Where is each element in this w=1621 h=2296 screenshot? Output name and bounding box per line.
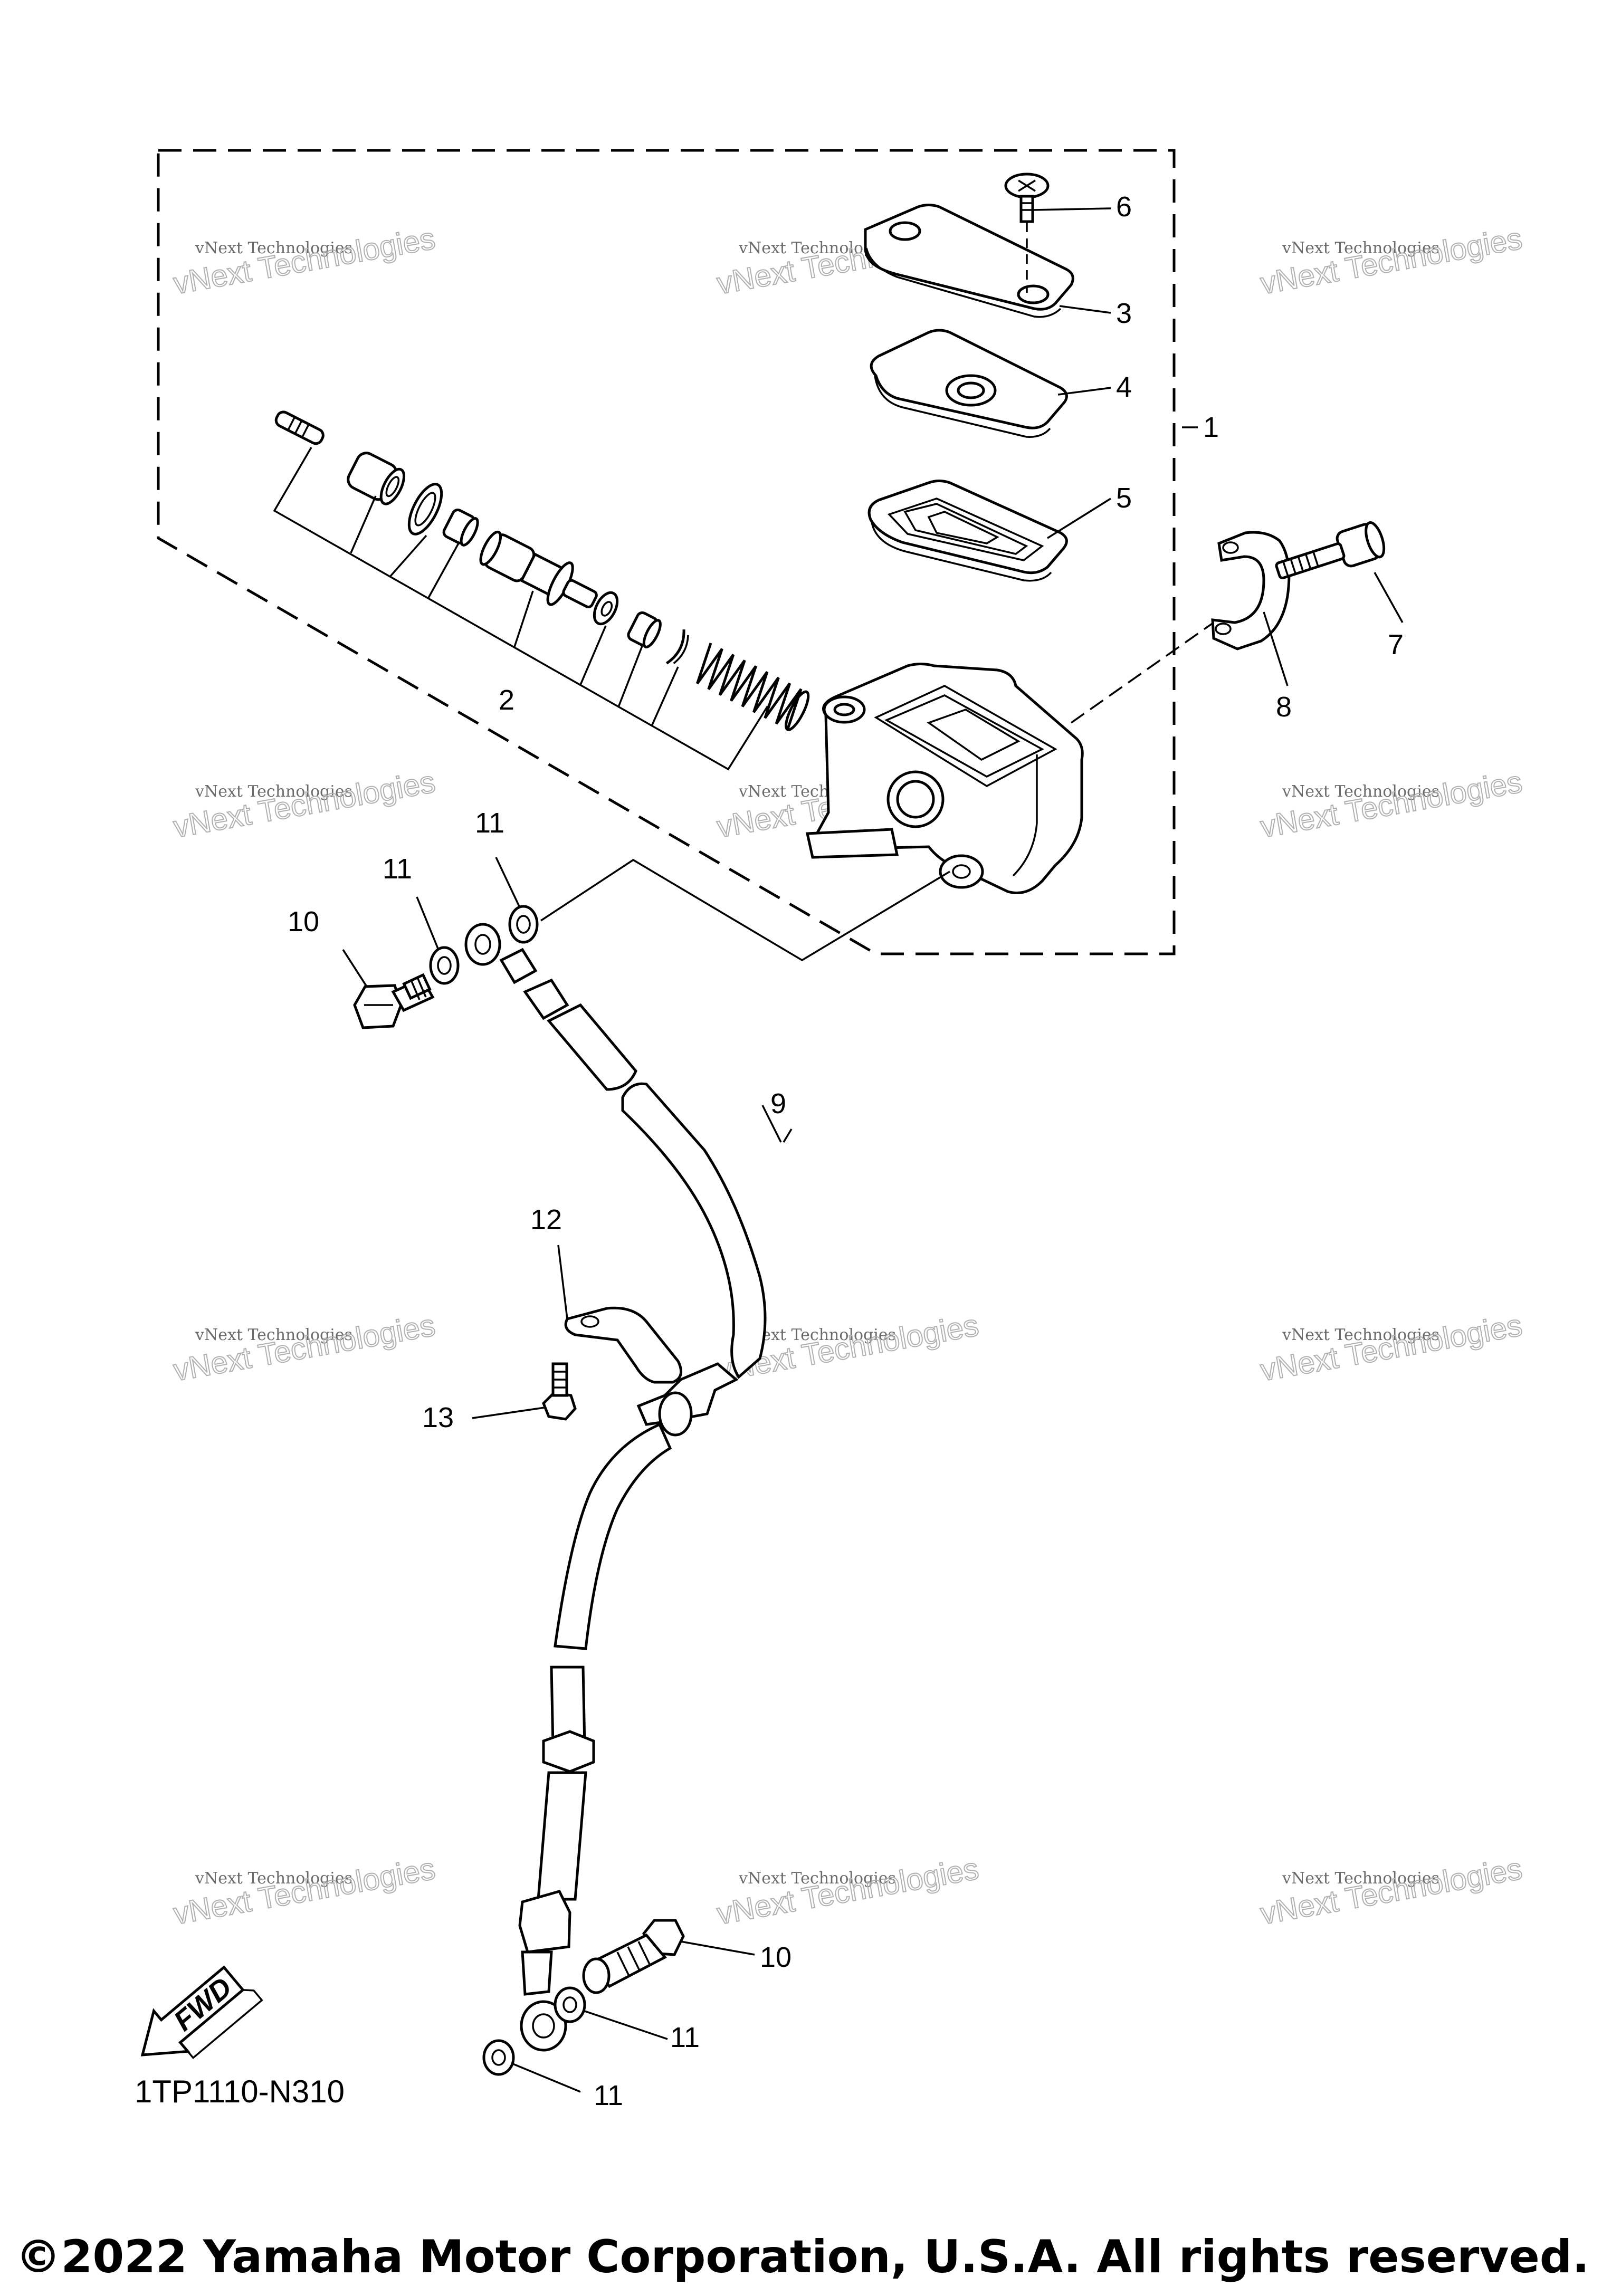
washer (442, 509, 479, 547)
watermark: vNext Technologies vNext Technologies (170, 221, 438, 301)
callout-10a: 10 (288, 906, 319, 937)
crush-washer-upper-1 (429, 946, 460, 985)
watermark: vNext Technologies vNext Technologies (1257, 221, 1525, 301)
svg-text:vNext Technologies: vNext Technologies (1258, 221, 1525, 301)
union-connector-line (540, 858, 950, 962)
holder-bolt (1275, 521, 1386, 580)
watermark: vNext Technologies vNext Technologies (1257, 1851, 1525, 1931)
reservoir-cap (864, 204, 1074, 318)
callout-11d: 11 (594, 2080, 623, 2111)
svg-text:vNext Technologies: vNext Technologies (1282, 239, 1439, 257)
hose-clamp (564, 1306, 683, 1384)
crush-washer-upper-2 (508, 905, 539, 944)
callout-9: 9 (770, 1088, 786, 1120)
watermark: vNext Technologies vNext Technologies (170, 1851, 438, 1931)
clamp-bolt (542, 1362, 577, 1421)
watermark: vNext Technologies vNext Technologies (170, 764, 438, 845)
master-cylinder-body (805, 663, 1084, 894)
banjo-bolt-upper (353, 973, 435, 1029)
piston-kit (273, 410, 810, 771)
watermark: vNext Technologies vNext Technologies (1257, 1307, 1525, 1388)
piston-pin (274, 410, 325, 445)
callout-1: 1 (1203, 412, 1219, 443)
svg-text:vNext Technologies: vNext Technologies (1282, 1869, 1439, 1888)
banjo-fitting-upper (464, 923, 501, 966)
watermark: vNext Technologies vNext Technologies (714, 1851, 982, 1931)
callout-10b: 10 (760, 1941, 792, 1973)
copyright-notice: ©2022 Yamaha Motor Corporation, U.S.A. A… (15, 2231, 1590, 2283)
callout-11c: 11 (670, 2022, 700, 2053)
callout-2: 2 (499, 684, 514, 716)
svg-text:vNext Technologies: vNext Technologies (1282, 1326, 1439, 1344)
spring-clip (665, 629, 689, 665)
svg-text:vNext Technologies: vNext Technologies (1258, 1308, 1525, 1388)
cap-screw (1004, 173, 1050, 293)
svg-text:vNext Technologies: vNext Technologies (1258, 764, 1525, 844)
kit-bracket-line (273, 447, 769, 771)
crush-washer-lower-2 (482, 2039, 515, 2076)
cup-washer (593, 591, 619, 626)
banjo-bolt-lower (582, 1919, 685, 1994)
handlebar-holder (1211, 531, 1291, 650)
diaphragm (867, 480, 1068, 582)
callout-4: 4 (1116, 371, 1132, 403)
svg-text:vNext Technologies: vNext Technologies (195, 782, 352, 801)
piston (479, 530, 598, 609)
callout-8: 8 (1276, 691, 1292, 723)
dust-boot (347, 452, 406, 505)
callout-5: 5 (1116, 482, 1132, 514)
svg-text:vNext Technologies: vNext Technologies (171, 221, 438, 301)
brake-hose (499, 948, 767, 2052)
return-spring (696, 643, 810, 731)
svg-text:vNext Technologies: vNext Technologies (171, 1308, 438, 1388)
fwd-arrow-icon: FWD (140, 1965, 263, 2060)
callout-11b: 11 (383, 853, 412, 885)
callout-3: 3 (1116, 298, 1132, 329)
diaphragm-plate (870, 329, 1068, 438)
watermark: vNext Technologies vNext Technologies (170, 1307, 438, 1388)
diagram-code: 1TP1110-N310 (135, 2074, 345, 2109)
circlip (407, 483, 443, 535)
callout-12: 12 (530, 1204, 562, 1236)
callout-11a: 11 (475, 807, 504, 839)
callout-13: 13 (422, 1402, 454, 1433)
svg-text:vNext Technologies: vNext Technologies (195, 1326, 352, 1344)
callout-6: 6 (1116, 191, 1132, 223)
primary-cup (627, 611, 662, 648)
svg-text:vNext Technologies: vNext Technologies (738, 1869, 896, 1888)
watermark: vNext Technologies vNext Technologies (1257, 764, 1525, 845)
assembly-boundary (157, 149, 1176, 955)
crush-washer-lower-1 (554, 1986, 586, 2023)
svg-text:vNext Technologies: vNext Technologies (195, 239, 352, 257)
callout-7: 7 (1388, 629, 1404, 661)
svg-text:vNext Technologies: vNext Technologies (171, 764, 438, 844)
svg-text:vNext Technologies: vNext Technologies (195, 1869, 352, 1888)
svg-text:vNext Technologies: vNext Technologies (171, 1851, 438, 1931)
callouts: 6 3 4 1 5 7 8 2 11 11 10 9 12 13 10 11 1… (288, 191, 1404, 2111)
svg-text:vNext Technologies: vNext Technologies (1258, 1851, 1525, 1931)
svg-text:vNext Technologies: vNext Technologies (714, 1851, 981, 1931)
svg-text:vNext Technologies: vNext Technologies (1282, 782, 1439, 801)
